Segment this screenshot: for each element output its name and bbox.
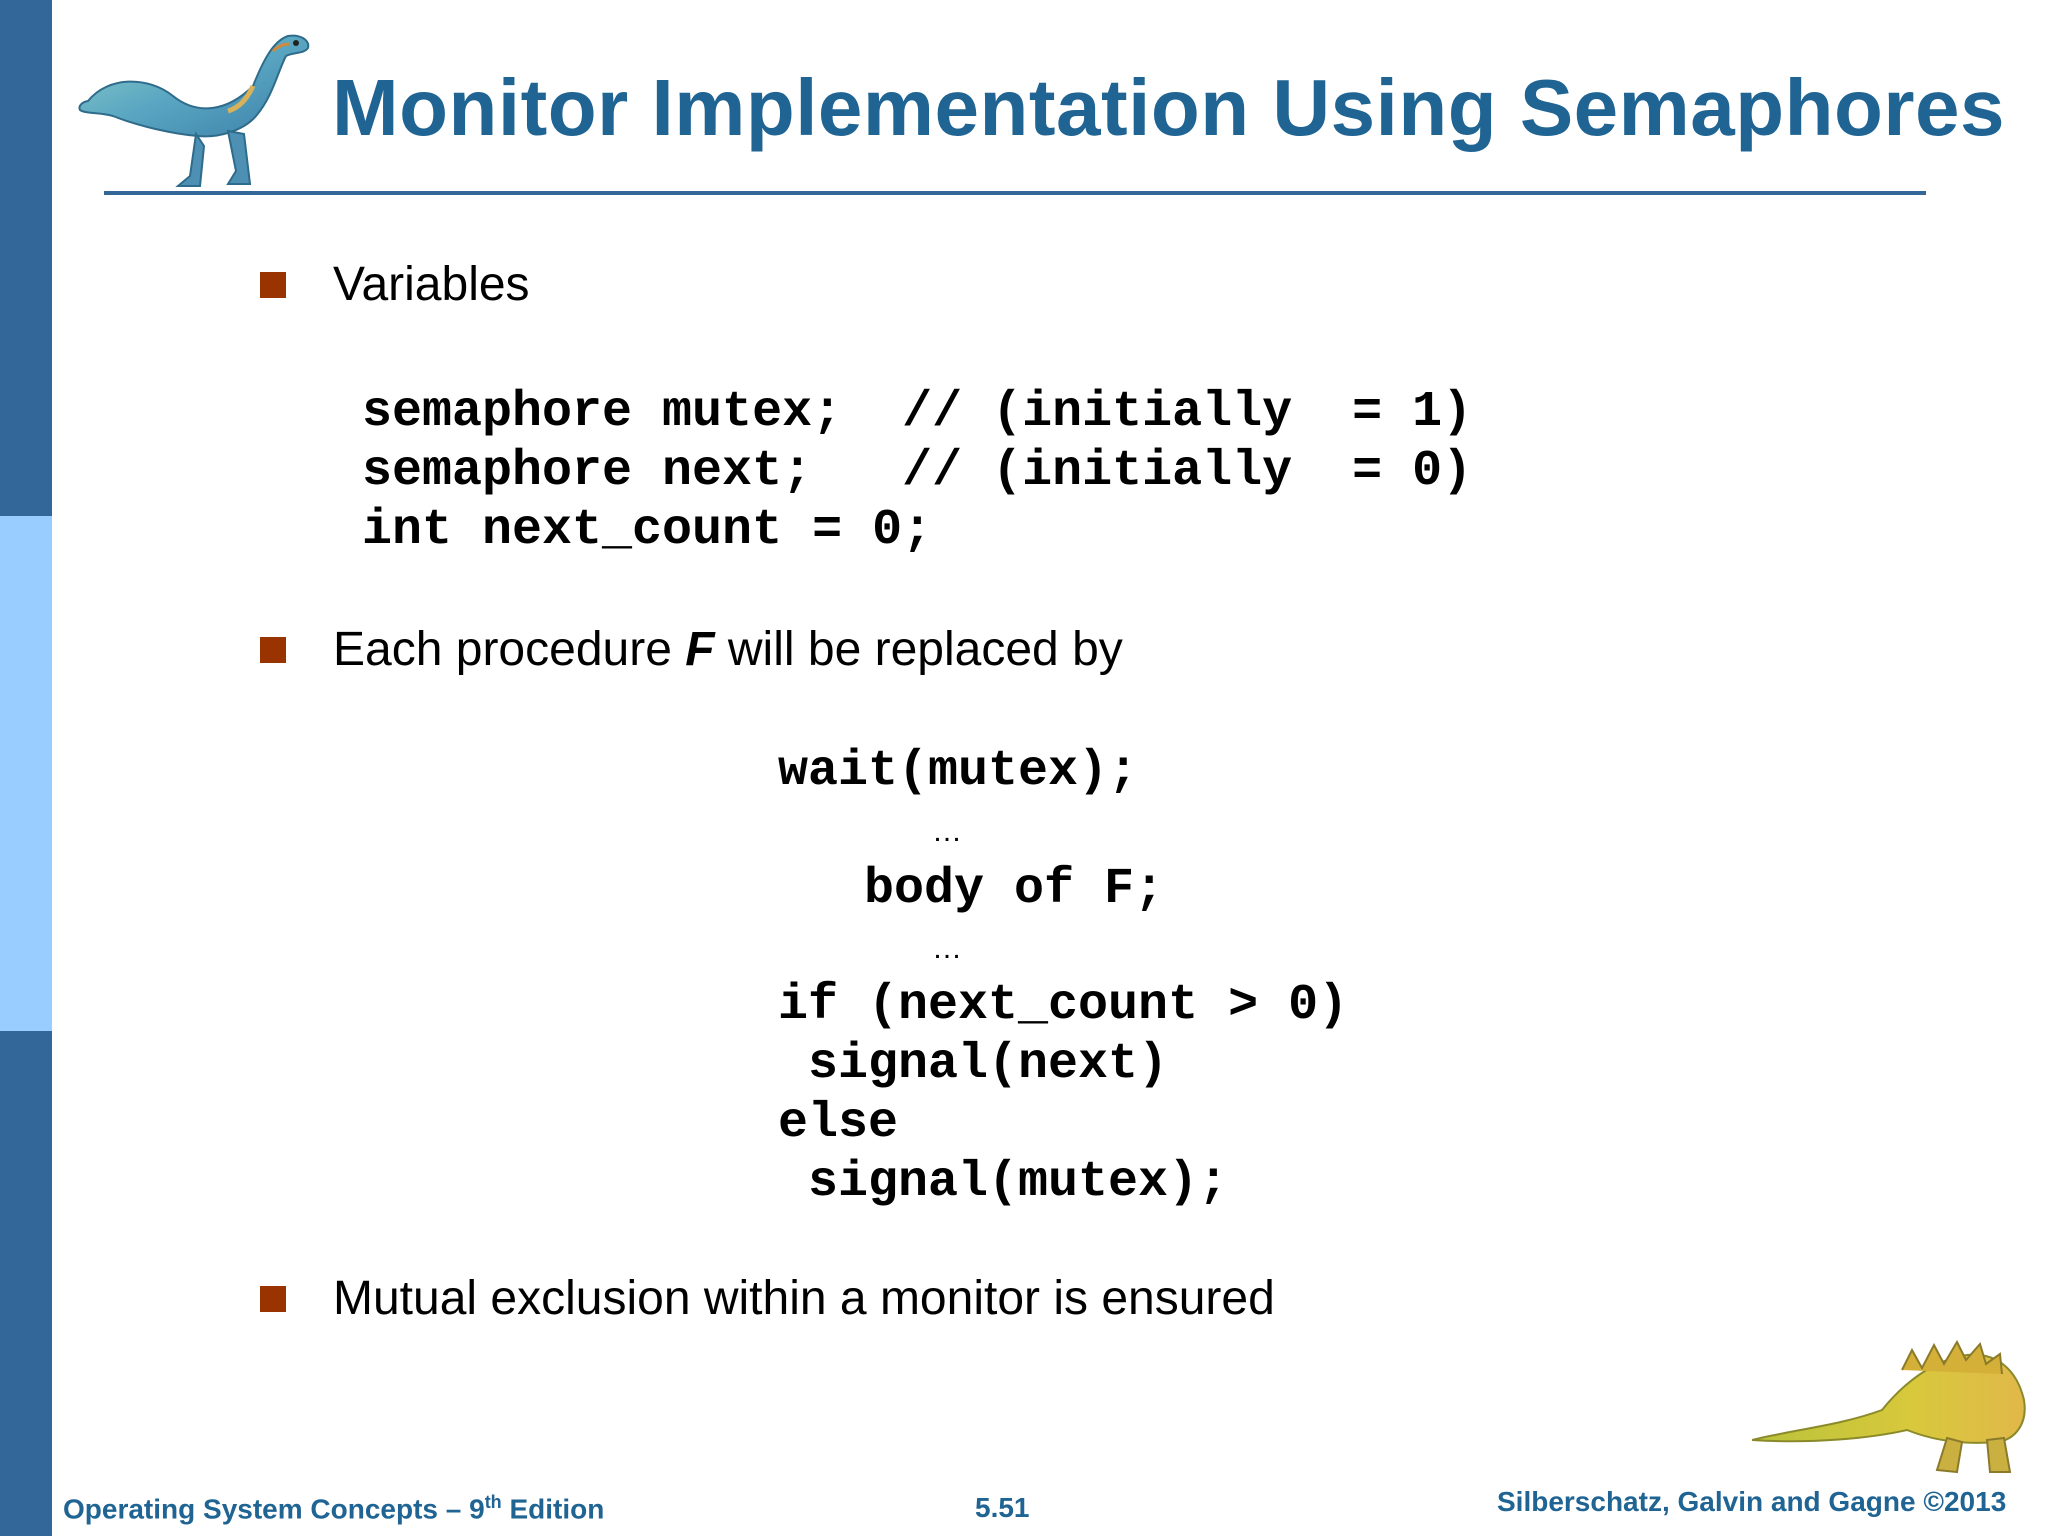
footer-course-main: Operating System Concepts – 9	[63, 1493, 485, 1525]
footer-course-end: Edition	[501, 1493, 605, 1525]
code-signal-mutex: signal(mutex);	[778, 1154, 1229, 1211]
dinosaur-icon	[78, 34, 310, 187]
bullet-icon	[260, 637, 286, 663]
footer-course-sup: th	[484, 1492, 502, 1512]
code-if-next-count: if (next_count > 0)	[778, 977, 1349, 1034]
code-line-next-count: int next_count = 0;	[362, 502, 933, 559]
sidebar-middle	[0, 516, 52, 1031]
sidebar-bottom	[0, 1031, 52, 1536]
bullet-procedure: Each procedure F will be replaced by	[333, 622, 1123, 677]
code-line-next: semaphore next; // (initially = 0)	[362, 443, 1473, 500]
sidebar-top	[0, 0, 52, 516]
slide-title: Monitor Implementation Using Semaphores	[332, 63, 2006, 152]
code-body-of-f: body of F;	[864, 861, 1165, 918]
bullet-procedure-pre: Each procedure	[333, 623, 686, 676]
footer-authors: Silberschatz, Galvin and Gagne ©2013	[1497, 1486, 2007, 1517]
code-signal-next: signal(next)	[778, 1036, 1169, 1093]
code-else: else	[778, 1095, 899, 1152]
bullet-variables: Variables	[333, 258, 530, 311]
code-wait-mutex: wait(mutex);	[778, 743, 1139, 800]
footer-page-number: 5.51	[975, 1492, 1030, 1523]
bullet-icon	[260, 272, 286, 298]
bullet-icon	[260, 1286, 286, 1312]
code-line-mutex: semaphore mutex; // (initially = 1)	[362, 384, 1473, 441]
bullet-procedure-post: will be replaced by	[714, 623, 1123, 676]
dinosaur-icon	[1752, 1339, 2026, 1474]
code-ellipsis: …	[932, 815, 962, 848]
procedure-name-f: F	[685, 623, 715, 676]
code-ellipsis: …	[932, 932, 962, 965]
bullet-mutual-exclusion: Mutual exclusion within a monitor is ens…	[333, 1272, 1275, 1325]
title-divider	[104, 191, 1926, 195]
footer-course-title: Operating System Concepts – 9th Edition	[63, 1492, 604, 1525]
